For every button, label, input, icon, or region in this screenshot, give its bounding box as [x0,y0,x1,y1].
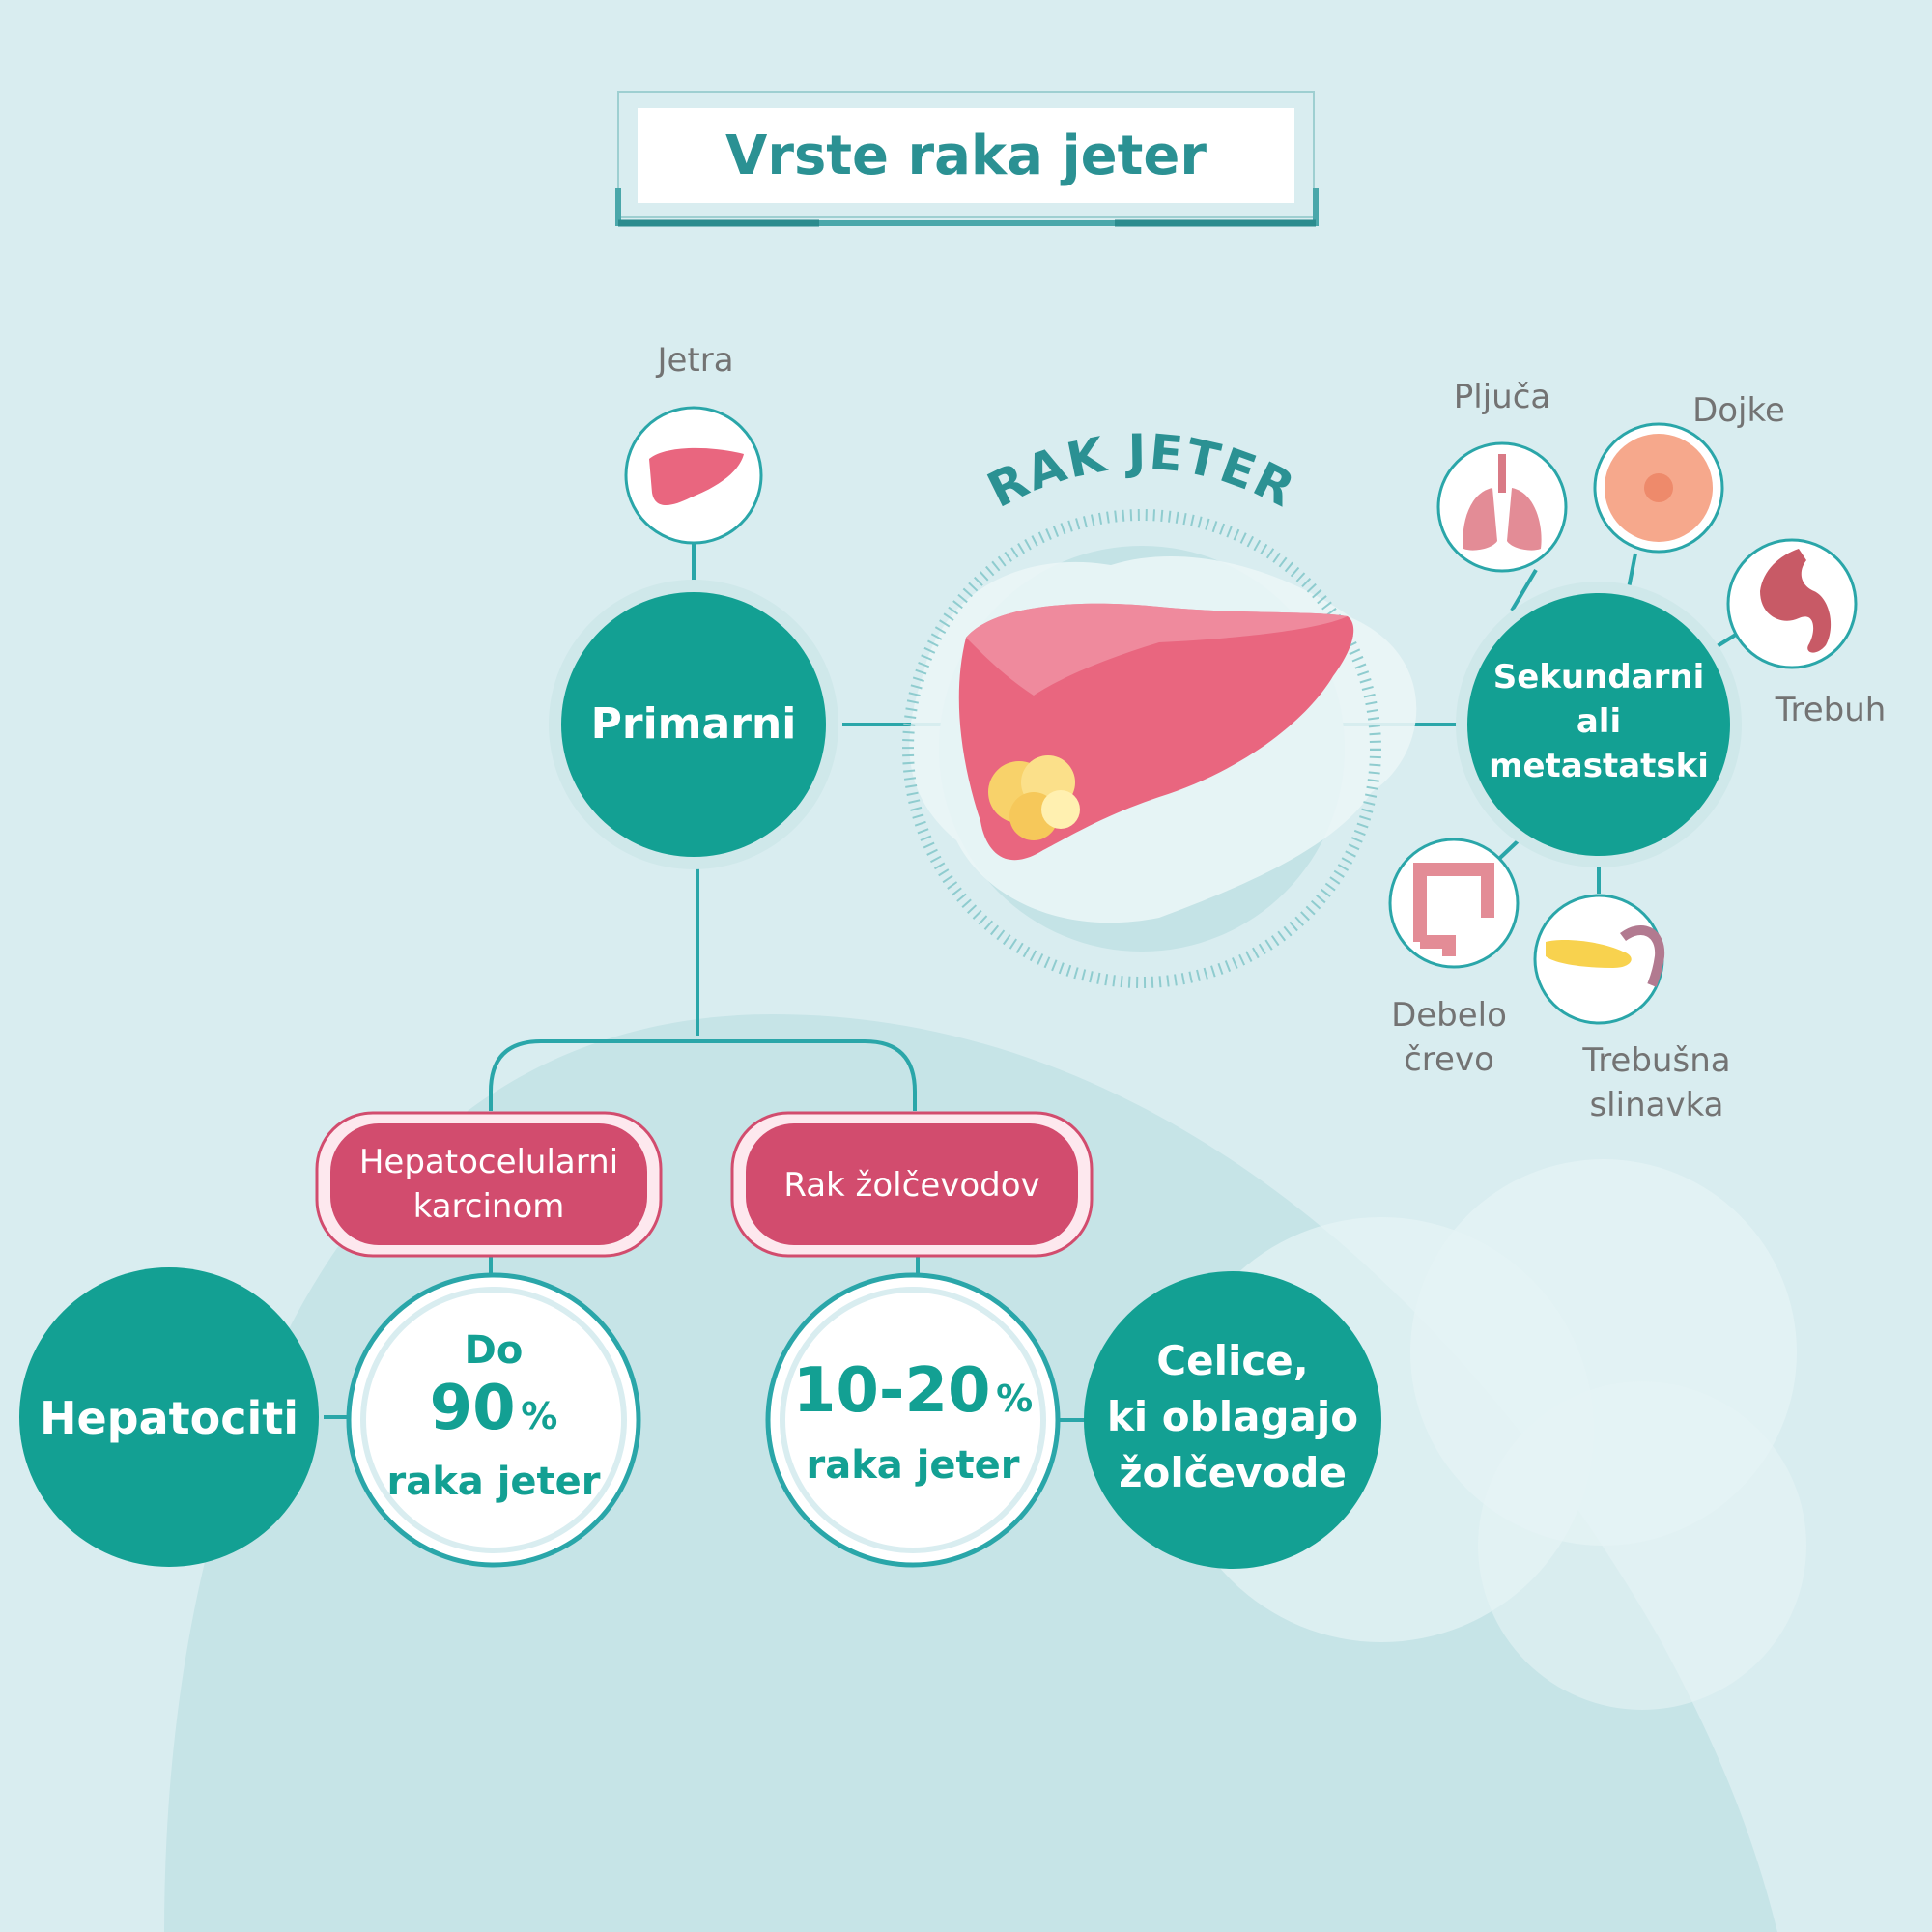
lungs-circle [1436,441,1568,573]
page-title: Vrste raka jeter [724,124,1207,187]
pancreas-label-line2: slinavka [1589,1086,1724,1124]
center-liver-illustration [902,509,1417,988]
colon-label-line2: črevo [1404,1040,1494,1079]
celice-line3: žolčevode [1119,1449,1347,1496]
celice-line1: Celice, [1156,1337,1309,1384]
bile-stat-unit: % [996,1378,1034,1420]
pancreas-circle [1533,894,1665,1025]
secondary-label-line1: Sekundarni [1492,658,1705,696]
liver-icon [649,447,744,506]
colon-label-line1: Debelo [1391,996,1507,1035]
center-label: RAK JETER [979,424,1304,519]
primary-circle [549,580,838,869]
hcc-stat-unit: % [521,1395,558,1437]
colon-circle [1388,838,1520,969]
bile-stat-number: 10-20 % [778,1357,1048,1441]
hcc-pill [315,1111,663,1258]
secondary-label-line2: ali [1576,702,1622,741]
celice-line2: ki oblagajo [1106,1393,1359,1440]
breast-label: Dojke [1692,391,1785,430]
celice-circle [1084,1271,1381,1569]
lungs-icon [1463,454,1542,551]
line-lungs [1510,568,1538,612]
hcc-stat-value: 90 [429,1373,516,1444]
hcc-stat-circle [346,1272,641,1568]
primary-label: Primarni [590,699,797,749]
hepatociti-circle [19,1267,319,1567]
bile-pill [730,1111,1094,1258]
breast-circle [1593,422,1724,554]
jetra-circle [624,406,763,545]
lungs-label: Pljuča [1453,378,1551,416]
secondary-label-line3: metastatski [1489,747,1709,785]
pancreas-label: Trebušna slinavka [1550,1038,1763,1127]
pancreas-label-line1: Trebušna [1582,1041,1731,1080]
celice-label: Celice, ki oblagajo žolčevode [1097,1333,1368,1501]
bile-stat-circle [765,1272,1061,1568]
center-label-text: RAK JETER [979,424,1302,519]
hcc-stat-number: 90 % [378,1375,610,1458]
bile-label: Rak žolčevodov [783,1166,1040,1205]
bile-stat-value: 10-20 [792,1355,991,1427]
colon-icon [1413,863,1494,956]
pancreas-icon [1546,940,1632,968]
secondary-label: Sekundarni ali metastatski [1478,655,1719,788]
hcc-label-line1: Hepatocelularni [358,1143,619,1181]
hcc-stat-suffix: raka jeter [386,1460,601,1504]
hcc-label: Hepatocelularni karcinom [330,1140,647,1229]
hcc-stat-prefix: Do [464,1328,524,1373]
bile-stat: 10-20 % raka jeter [778,1357,1048,1490]
hepatociti-label: Hepatociti [39,1392,299,1444]
title-frame [615,91,1319,227]
colon-label: Debelo črevo [1372,993,1526,1082]
branch-split [489,1039,917,1111]
bile-stat-suffix: raka jeter [806,1443,1020,1488]
stomach-circle [1726,538,1858,669]
title-box: Vrste raka jeter [638,108,1294,203]
hcc-stat: Do 90 % raka jeter [378,1326,610,1506]
hcc-label-line2: karcinom [412,1187,565,1226]
stomach-icon [1760,549,1832,653]
secondary-circle [1456,582,1742,867]
jetra-label: Jetra [657,341,734,380]
stomach-label: Trebuh [1775,691,1887,729]
